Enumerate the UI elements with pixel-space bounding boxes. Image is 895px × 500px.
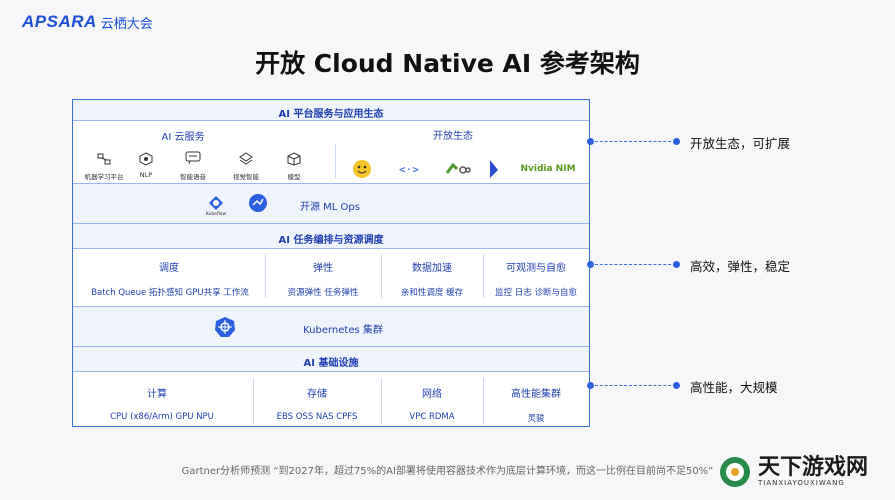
- brackets-logo-icon: <·>: [399, 160, 423, 178]
- watermark: 天下游戏网 TIANXIAYOUXIWANG: [718, 455, 868, 489]
- network-title: 网络: [422, 389, 442, 400]
- ai-services-title: AI 云服务: [161, 132, 205, 143]
- connector-line: [590, 264, 676, 266]
- note-efficiency: 高效，弹性，稳定: [690, 259, 791, 274]
- elasticity-title: 弹性: [313, 263, 333, 274]
- data-accel-title: 数据加速: [412, 263, 452, 274]
- connector-dot: [673, 138, 680, 145]
- ml-platform-icon: [95, 152, 113, 166]
- observability-title: 可观测与自愈: [506, 263, 566, 274]
- divider: [381, 378, 382, 424]
- divider: [73, 306, 589, 307]
- storage-items: EBS OSS NAS CPFS: [276, 412, 358, 422]
- network-items: VPC RDMA: [409, 412, 455, 422]
- speech-label: 智能语音: [180, 173, 206, 181]
- hpc-title: 高性能集群: [511, 389, 561, 400]
- divider: [265, 254, 266, 298]
- note-performance: 高性能，大规模: [690, 380, 778, 395]
- nlp-label: NLP: [139, 171, 153, 179]
- ml-platform-label: 机器学习平台: [84, 173, 124, 181]
- layer5-header-band: [73, 347, 589, 371]
- watermark-title: 天下游戏网: [758, 455, 869, 480]
- note-open-eco: 开放生态，可扩展: [690, 136, 791, 151]
- connector-line: [590, 141, 676, 143]
- divider: [73, 223, 589, 224]
- layer3-header-band: [73, 224, 589, 248]
- elasticity-items: 资源弹性 任务弹性: [287, 288, 359, 298]
- vision-icon: [237, 152, 255, 166]
- svg-text:<·>: <·>: [399, 163, 419, 176]
- nvidia-nim-label: Nvidia NIM: [520, 164, 576, 174]
- nlp-icon: [137, 152, 155, 166]
- architecture-diagram: AI 平台服务与应用生态 AI 云服务 开放生态 机器学习平台 NLP 智能语音…: [72, 99, 590, 427]
- divider: [73, 183, 589, 184]
- layer3-header: AI 任务编排与资源调度: [278, 235, 384, 246]
- apsara-logo: APSARA 云栖大会: [22, 12, 153, 32]
- layer5-header: AI 基础设施: [303, 358, 359, 369]
- observability-items: 监控 日志 诊断与自愈: [495, 288, 577, 298]
- logo-sub: 云栖大会: [100, 16, 153, 32]
- llama-logo-icon: [445, 160, 471, 178]
- layer1-header: AI 平台服务与应用生态: [278, 109, 384, 120]
- huggingface-icon: [351, 158, 373, 180]
- footer-quote: Gartner分析师预测 “到2027年，超过75%的AI部署将使用容器技术作为…: [181, 466, 714, 477]
- speech-icon: [184, 151, 202, 165]
- mlops-icon: [248, 193, 268, 213]
- divider: [483, 378, 484, 424]
- connector-line: [590, 385, 676, 387]
- connector-dot: [673, 261, 680, 268]
- kubernetes-label: Kubernetes 集群: [303, 325, 383, 336]
- model-label: 模型: [287, 173, 301, 181]
- kubeflow-icon: [207, 194, 225, 212]
- divider: [335, 144, 336, 178]
- compute-title: 计算: [147, 389, 167, 400]
- watermark-sub: TIANXIAYOUXIWANG: [758, 479, 845, 487]
- watermark-logo-icon: [720, 457, 750, 487]
- storage-title: 存储: [307, 389, 327, 400]
- open-eco-title: 开放生态: [433, 131, 473, 142]
- layer2-band: [73, 184, 589, 223]
- layer4-band: [73, 307, 589, 346]
- scheduling-title: 调度: [159, 263, 179, 274]
- divider: [381, 254, 382, 298]
- page-title: 开放 Cloud Native AI 参考架构: [255, 49, 640, 78]
- divider: [253, 378, 254, 424]
- divider: [73, 346, 589, 347]
- kubeflow-label: Kubeflow: [205, 212, 227, 217]
- divider: [73, 371, 589, 372]
- divider: [73, 248, 589, 249]
- data-accel-items: 亲和性调度 缓存: [400, 288, 464, 298]
- kubernetes-icon: [214, 316, 236, 338]
- scheduling-items: Batch Queue 拓扑感知 GPU共享 工作流: [91, 288, 249, 298]
- pytorch-logo-icon: [485, 158, 503, 180]
- compute-items: CPU (x86/Arm) GPU NPU: [110, 412, 214, 422]
- vision-label: 视觉智能: [233, 173, 259, 181]
- divider: [73, 120, 589, 121]
- connector-dot: [673, 382, 680, 389]
- divider: [483, 254, 484, 298]
- mlops-label: 开源 ML Ops: [300, 202, 360, 213]
- hpc-items: 灵骏: [527, 414, 545, 424]
- model-icon: [285, 152, 303, 166]
- logo-brand: APSARA: [22, 12, 97, 31]
- layer1-header-band: [73, 100, 589, 120]
